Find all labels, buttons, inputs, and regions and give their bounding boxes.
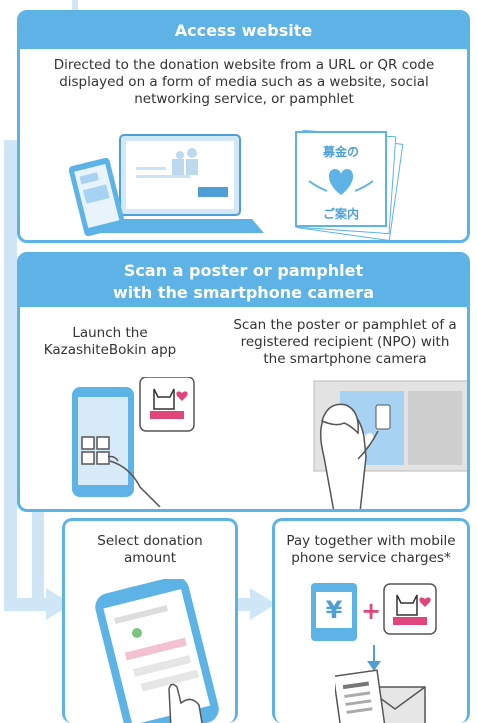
access-website-description: Directed to the donation website from a … (53, 57, 435, 107)
flow-left-vertical (4, 140, 17, 610)
select-amount-panel: Select donation amount (62, 518, 238, 723)
scan-poster-text: Scan the poster or pamphlet of a registe… (233, 317, 457, 367)
access-website-panel: Access website Directed to the donation … (17, 10, 470, 243)
smartphone-app-illustration (72, 377, 195, 507)
flow-arrow-to-select (46, 588, 72, 620)
pamphlet-illustration: 募金の ご案内 (295, 129, 404, 240)
access-website-title: Access website (20, 13, 467, 49)
plus-symbol: + (361, 597, 382, 625)
yen-symbol: ¥ (325, 596, 343, 624)
phone-donation-screen-illustration (95, 579, 219, 723)
flow-arrow-to-pay (250, 588, 276, 620)
scan-poster-title-line2: with the smartphone camera (112, 283, 374, 302)
flow-vertical-to-select (32, 512, 44, 598)
down-arrow-icon (367, 645, 381, 671)
kazashite-mascot-icon (383, 583, 437, 635)
heart-hands-icon (308, 169, 374, 195)
scan-poster-panel: Scan a poster or pamphlet with the smart… (17, 252, 470, 512)
laptop-tablet-illustration (68, 134, 264, 237)
pamphlet-title-bottom: ご案内 (322, 207, 359, 221)
flow-top-stub (72, 0, 78, 14)
pay-charges-panel: Pay together with mobile phone service c… (272, 518, 470, 723)
person-scanning-poster-illustration (313, 380, 467, 509)
pamphlet-title-top: 募金の (322, 145, 359, 159)
scan-poster-title: Scan a poster or pamphlet with the smart… (20, 255, 467, 307)
mobile-phone-bill-icon: ¥ (311, 583, 357, 641)
flow-left-top-connector (4, 140, 20, 153)
bill-envelope-icon (335, 669, 426, 723)
select-amount-label: Select donation amount (97, 533, 203, 566)
launch-app-text: Launch the KazashiteBokin app (43, 325, 177, 358)
scan-poster-title-line1: Scan a poster or pamphlet (123, 261, 364, 280)
pay-charges-label: Pay together with mobile phone service c… (286, 533, 456, 566)
